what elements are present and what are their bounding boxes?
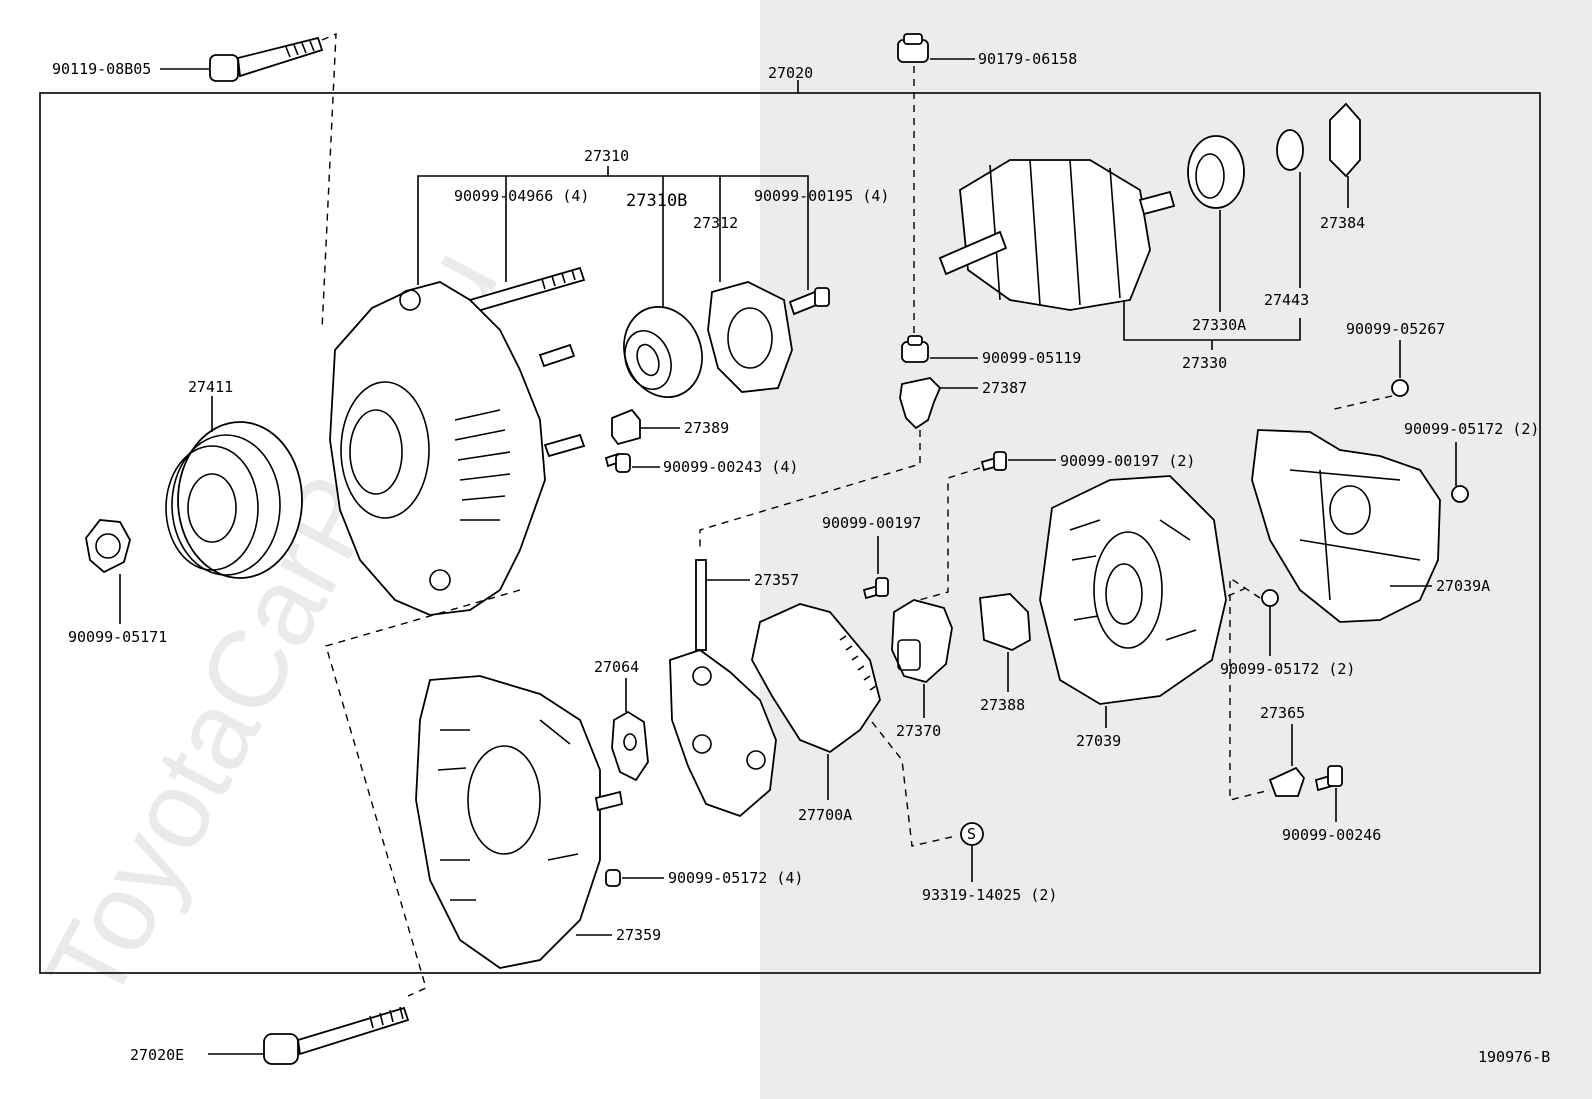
label-27310b: 27310B <box>626 191 687 211</box>
cover-27388[interactable] <box>979 593 1031 651</box>
label-27064: 27064 <box>594 658 639 676</box>
diagram-code: 190976-B <box>1478 1048 1550 1066</box>
screw-90099-00197-pair[interactable] <box>980 451 1007 472</box>
screw-90099-00243[interactable] <box>604 452 631 473</box>
terminal-27365[interactable] <box>1268 766 1306 797</box>
bolt-27020e[interactable] <box>263 1006 410 1065</box>
nut-90179-06158[interactable] <box>897 33 929 63</box>
label-90099-05119: 90099-05119 <box>982 349 1081 367</box>
label-27020e: 27020E <box>130 1046 184 1064</box>
pulley-27411[interactable] <box>165 421 303 579</box>
label-90179-06158: 90179-06158 <box>978 50 1077 68</box>
brush-holder-27370[interactable] <box>891 599 953 683</box>
nut-90099-05119[interactable] <box>901 335 929 363</box>
stator-frame-27359[interactable] <box>415 675 624 969</box>
cover-27384[interactable] <box>1329 102 1361 178</box>
label-27370: 27370 <box>896 722 941 740</box>
nut-90099-05267[interactable] <box>1391 379 1409 397</box>
bearing-27330a[interactable] <box>1187 135 1245 209</box>
label-27389: 27389 <box>684 419 729 437</box>
label-90099-00195: 90099-00195 (4) <box>754 187 889 205</box>
bolt-90119-08b05[interactable] <box>209 36 324 82</box>
label-27388: 27388 <box>980 696 1025 714</box>
label-27700a: 27700A <box>798 806 852 824</box>
label-90099-00197: 90099-00197 <box>822 514 921 532</box>
label-27039: 27039 <box>1076 732 1121 750</box>
label-27330a: 27330A <box>1192 316 1246 334</box>
label-27359: 27359 <box>616 926 661 944</box>
label-90099-00197-2: 90099-00197 (2) <box>1060 452 1195 470</box>
label-90119-08b05: 90119-08B05 <box>52 60 151 78</box>
label-27365: 27365 <box>1260 704 1305 722</box>
insulator-27387[interactable] <box>899 377 942 430</box>
nut-90099-05172-a[interactable] <box>1451 485 1469 503</box>
s-marker-text: S <box>967 825 976 843</box>
label-90099-05171: 90099-05171 <box>68 628 167 646</box>
label-90099-00246: 90099-00246 <box>1282 826 1381 844</box>
label-90099-04966: 90099-04966 (4) <box>454 187 589 205</box>
nut-90099-05171[interactable] <box>85 519 131 574</box>
label-27310: 27310 <box>584 147 629 165</box>
clip-27389[interactable] <box>611 408 641 446</box>
label-27020: 27020 <box>768 64 813 82</box>
ring-27443[interactable] <box>1276 129 1304 171</box>
nut-90099-05172-c[interactable] <box>605 869 621 887</box>
assembly-frame <box>39 92 1541 974</box>
label-27312: 27312 <box>693 214 738 232</box>
drive-end-frame[interactable] <box>329 281 586 616</box>
screw-90099-00195[interactable] <box>788 287 830 316</box>
rotor-27330[interactable] <box>938 159 1176 311</box>
rectifier-end-frame-27039[interactable] <box>1039 475 1227 705</box>
label-90099-05172-4: 90099-05172 (4) <box>668 869 803 887</box>
label-27384: 27384 <box>1320 214 1365 232</box>
label-27443: 27443 <box>1264 291 1309 309</box>
insulator-27064[interactable] <box>611 710 649 782</box>
bearing-27310b[interactable] <box>612 296 715 408</box>
label-90099-05267: 90099-05267 <box>1346 320 1445 338</box>
label-90099-05172-b: 90099-05172 (2) <box>1220 660 1355 678</box>
retainer-plate-27312[interactable] <box>707 281 793 393</box>
label-27039a: 27039A <box>1436 577 1490 595</box>
s-marker: S <box>960 822 984 846</box>
bolt-27357[interactable] <box>695 559 707 651</box>
label-27357: 27357 <box>754 571 799 589</box>
label-27411: 27411 <box>188 378 233 396</box>
screw-90099-00246[interactable] <box>1314 765 1343 792</box>
rectifier-assembly[interactable] <box>669 648 777 818</box>
label-93319-14025: 93319-14025 (2) <box>922 886 1057 904</box>
rear-cover-27039a[interactable] <box>1251 429 1441 623</box>
label-90099-00243: 90099-00243 (4) <box>663 458 798 476</box>
nut-90099-05172-b[interactable] <box>1261 589 1279 607</box>
regulator-27700a[interactable] <box>751 603 881 754</box>
label-90099-05172-a: 90099-05172 (2) <box>1404 420 1539 438</box>
label-27387: 27387 <box>982 379 1027 397</box>
screw-90099-00197[interactable] <box>862 577 889 600</box>
label-27330: 27330 <box>1182 354 1227 372</box>
